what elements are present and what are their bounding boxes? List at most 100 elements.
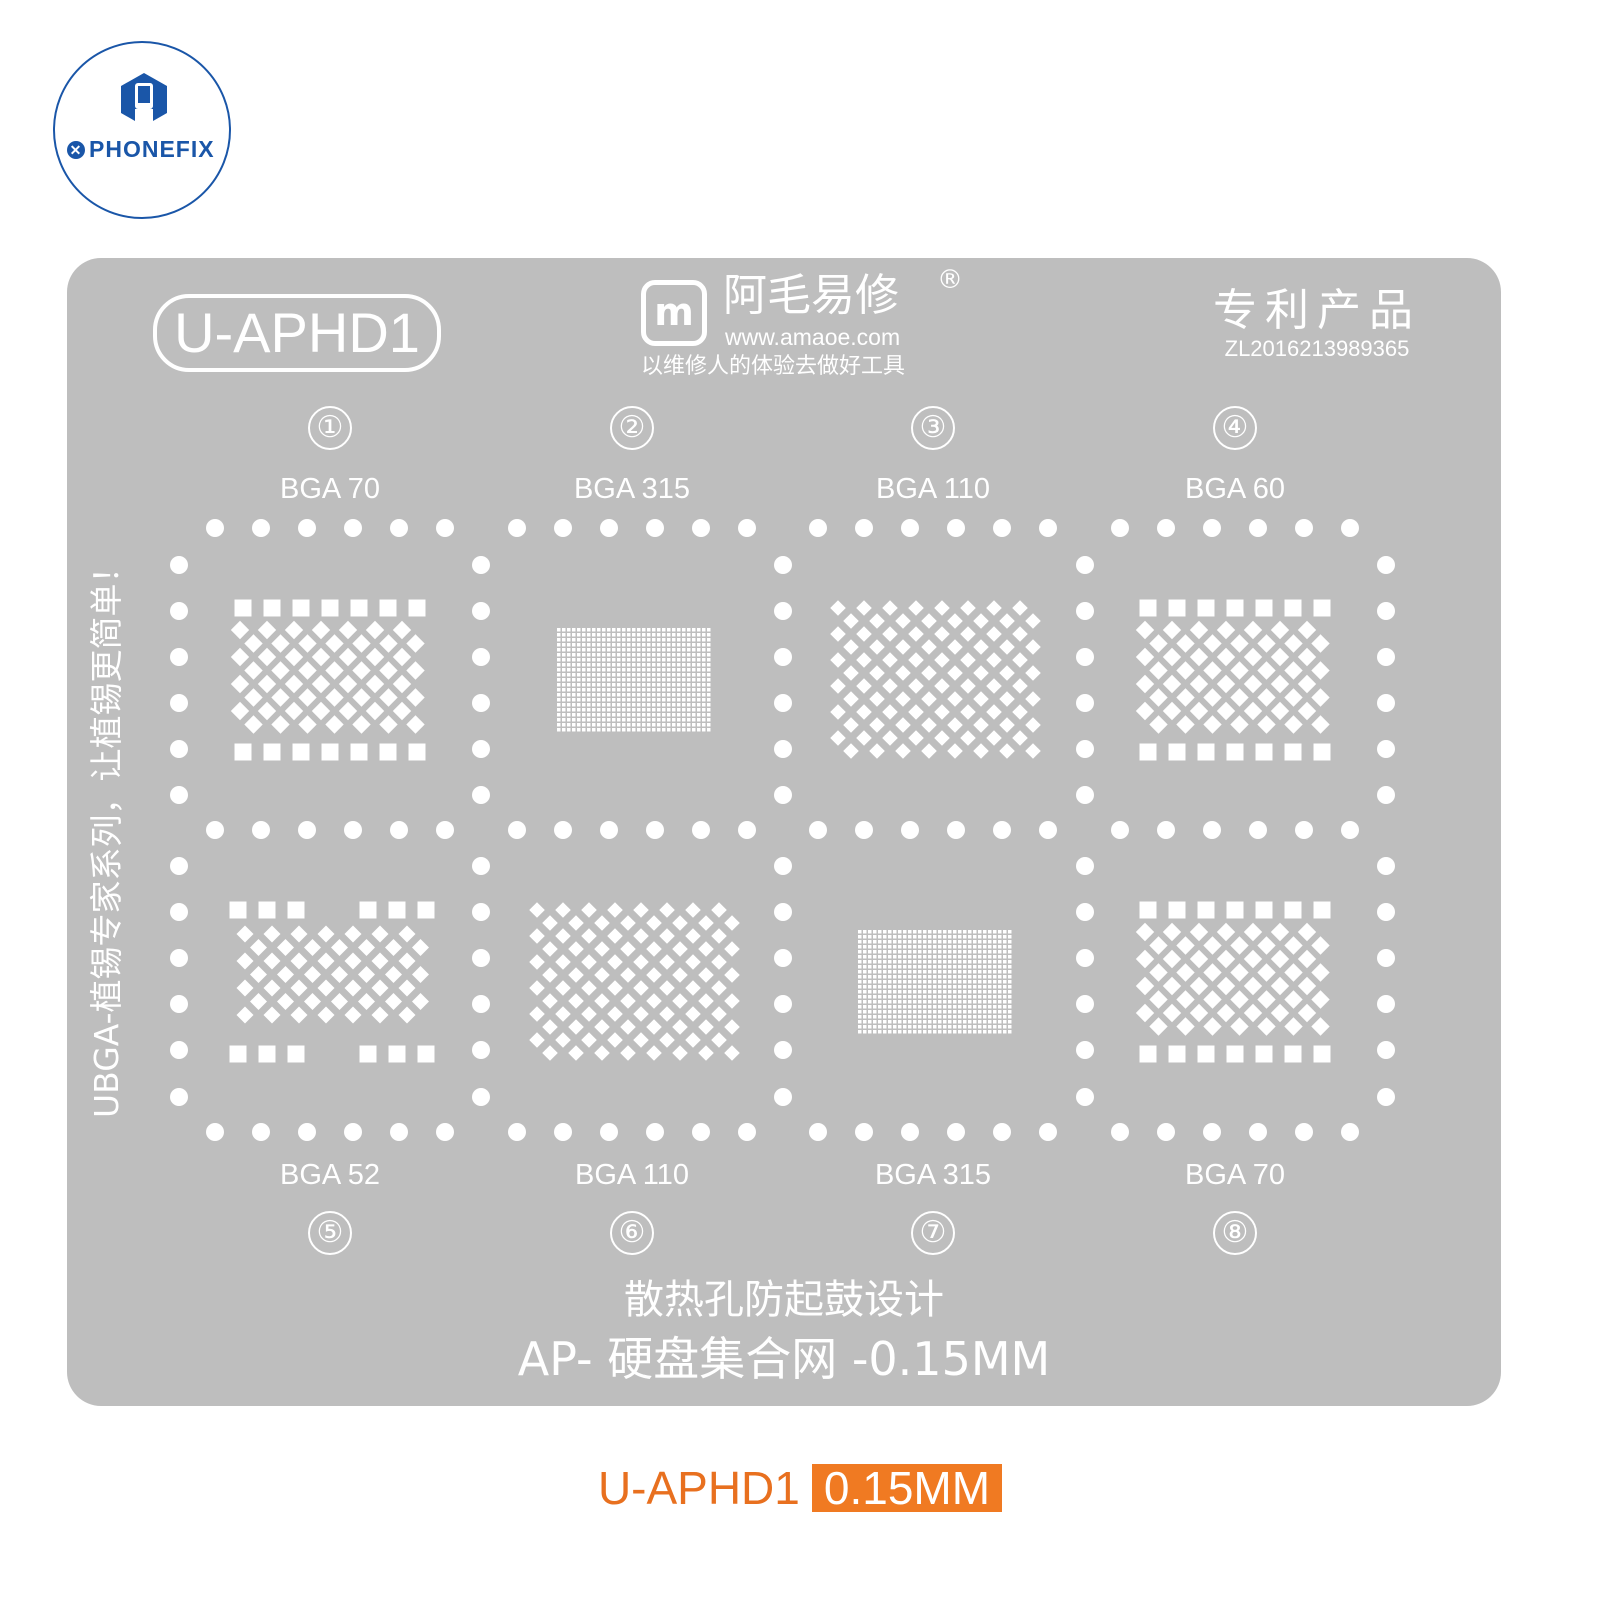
bga-pad — [934, 704, 950, 720]
bga-pad — [1012, 730, 1028, 746]
vent-hole — [738, 519, 756, 537]
bga-pad — [1311, 688, 1330, 707]
bga-pad — [1139, 901, 1157, 919]
bga-pad — [581, 902, 597, 918]
cell-number: ④ — [1213, 406, 1257, 450]
vent-hole — [1377, 949, 1395, 967]
vent-hole — [1377, 1041, 1395, 1059]
vent-hole — [1377, 602, 1395, 620]
bga-pad — [869, 613, 885, 629]
bga-pad — [1284, 688, 1303, 707]
bga-pad — [1270, 976, 1290, 996]
vent-hole — [1377, 556, 1395, 574]
caption-model: U-APHD1 — [597, 1462, 800, 1514]
bga-pad — [350, 599, 368, 617]
bga-pad — [568, 915, 584, 931]
bga-pad — [529, 980, 545, 996]
bga-pad — [388, 1045, 406, 1063]
bga-pad — [620, 915, 636, 931]
vent-hole — [809, 1123, 827, 1141]
vent-hole — [993, 519, 1011, 537]
bga-pad — [234, 599, 252, 617]
vent-hole — [1377, 648, 1395, 666]
fine-grid — [557, 628, 711, 732]
bga-pad — [1257, 990, 1276, 1009]
vent-hole — [1341, 1123, 1359, 1141]
vent-hole — [170, 903, 188, 921]
bga-pad — [412, 939, 429, 956]
bga-pad — [1176, 688, 1195, 707]
phonefix-logo: ✕PHONEFIX — [53, 41, 231, 219]
bga-pad — [1162, 1003, 1182, 1023]
bga-pad — [1243, 976, 1263, 996]
vent-hole — [1249, 519, 1267, 537]
bga-pad — [555, 980, 571, 996]
bga-pad — [843, 665, 859, 681]
vent-hole — [646, 519, 664, 537]
bga-pad — [304, 993, 321, 1010]
vent-hole — [692, 519, 710, 537]
bga-pad — [973, 613, 989, 629]
bga-pad — [960, 600, 976, 616]
bga-pad — [1025, 717, 1041, 733]
bga-pad — [1230, 936, 1249, 955]
bga-pad — [843, 639, 859, 655]
bga-pad — [1149, 661, 1168, 680]
bga-pad — [365, 620, 385, 640]
bga-pad — [292, 743, 310, 761]
bga-pad — [529, 902, 545, 918]
bga-pad — [1313, 901, 1331, 919]
bga-pad — [999, 691, 1015, 707]
bga-pad — [724, 941, 740, 957]
bga-pad — [1311, 990, 1330, 1009]
bga-pad — [257, 647, 277, 667]
bga-pad — [1226, 1045, 1244, 1063]
bga-pad — [1311, 634, 1330, 653]
bga-pad — [999, 717, 1015, 733]
bga-pad — [379, 743, 397, 761]
vent-hole — [1076, 1088, 1094, 1106]
bga-pad — [244, 715, 263, 734]
bga-pad — [284, 701, 304, 721]
wrench-phone-icon — [121, 73, 167, 121]
bga-pad — [1203, 688, 1222, 707]
bga-pad — [250, 993, 267, 1010]
bga-pad — [1203, 963, 1222, 982]
bga-pad — [646, 967, 662, 983]
bga-pad — [1284, 990, 1303, 1009]
bga-pad — [724, 915, 740, 931]
vent-hole — [206, 519, 224, 537]
bga-pad — [379, 599, 397, 617]
bga-pad — [973, 639, 989, 655]
vent-hole — [344, 519, 362, 537]
bga-pad — [1176, 715, 1195, 734]
vent-hole — [1076, 740, 1094, 758]
vent-hole — [646, 821, 664, 839]
bga-pad — [581, 928, 597, 944]
close-circle-icon: ✕ — [67, 141, 85, 159]
bga-pad — [856, 652, 872, 668]
bga-pad — [555, 928, 571, 944]
bga-pad — [352, 634, 371, 653]
stencil-pattern — [170, 519, 1395, 1141]
bga-pad — [1149, 936, 1168, 955]
bga-pad — [344, 979, 362, 997]
bga-pad — [1135, 701, 1155, 721]
bga-pad — [947, 743, 963, 759]
bga-pad — [1162, 620, 1182, 640]
bga-pad — [290, 952, 308, 970]
bga-pad — [325, 634, 344, 653]
bga-pad — [1149, 990, 1168, 1009]
bga-pad — [1025, 691, 1041, 707]
brand-cn: 阿毛易修 — [723, 270, 899, 321]
bga-pad — [277, 939, 294, 956]
bga-pad — [594, 915, 610, 931]
bga-pad — [236, 952, 254, 970]
bga-pad — [244, 688, 263, 707]
bga-pad — [843, 743, 859, 759]
bga-pad — [1230, 963, 1249, 982]
bga-pad — [263, 1006, 281, 1024]
bga-pad — [724, 993, 740, 1009]
bga-pad — [358, 939, 375, 956]
bga-pad — [1313, 743, 1331, 761]
